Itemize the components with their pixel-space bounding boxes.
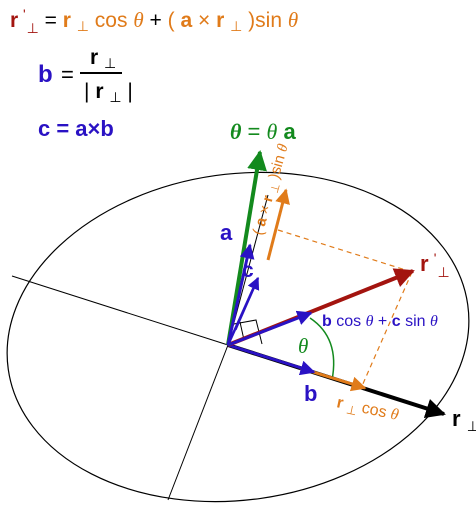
rprime-sub: ⊥ [438,264,450,280]
rotation-plane [6,171,470,503]
eq2-den-bar-left: | [84,80,89,103]
eq1-plus: + [150,9,168,32]
eq1-lhs-r: r [10,9,18,32]
rperp-sub: ⊥ [467,418,476,434]
rprime-r: r [420,251,429,276]
equation-b-numerator: r ⊥ [90,46,116,71]
theta-vector-equals: = [248,119,267,144]
angle-theta-label: θ [298,334,308,358]
a-vector [226,243,255,346]
eq1-t1-cos: cos [95,9,128,32]
eq1-t2-close: )sin [248,9,282,32]
eq1-t1-r: r [63,9,71,32]
a-label: a [220,220,233,245]
combo-c: c [392,313,401,330]
eq1-t2-theta: θ [288,8,298,32]
eq2-num-r: r [90,46,98,69]
eq1-t1-sub: ⊥ [77,18,89,34]
combo-sin: sin [405,313,425,330]
axr-r: r [259,193,277,203]
rcos-cos: cos [360,400,388,422]
equation-b-equals: = [61,62,74,87]
axr-times: × [255,203,274,216]
plane-axis-bottom [167,344,229,501]
eq1-t1-theta: θ [133,8,143,32]
r-perp-prime-label: r ' ⊥ [420,243,450,280]
b-vector [227,343,316,376]
a-cross-r-sin-vector [266,188,290,261]
c-vector [226,276,260,346]
axr-close: )sin [266,153,289,181]
combo-cos: cos [336,313,361,330]
eq2-den-r: r [95,80,103,103]
equation-b-denominator: | r ⊥ | [84,80,133,107]
combo-theta2: θ [430,313,438,330]
b-label: b [304,381,317,406]
rcos-theta: θ [389,406,400,424]
eq1-lhs-sup: ' [23,6,26,22]
axr-sub: ⊥ [269,182,283,195]
theta-vector-theta: θ [230,119,242,144]
theta-vector-label: θ = θ a [230,119,296,144]
axr-a: a [252,215,271,228]
c-vector-thin [235,279,259,331]
equation-b-lhs: b [38,61,53,88]
axr-open: ( [250,228,268,237]
rperp-r: r [452,406,461,431]
eq1-t2-open: ( [168,9,175,32]
rprime-sup: ' [434,250,437,266]
eq1-equals: = [45,9,63,32]
rcos-r: r [335,394,345,412]
dashed-line-right [361,271,413,387]
theta-vector-theta2: θ [267,119,278,144]
combo-label: b cos θ + c sin θ [322,313,438,330]
eq1-lhs-sub: ⊥ [27,20,39,36]
a-cross-r-sin-label: ( a × r ⊥ )sin θ [250,141,295,238]
combo-b: b [322,313,332,330]
rcos-sub: ⊥ [345,402,358,418]
dashed-line-top [277,229,413,273]
r-perp-label: r ⊥ [452,406,476,434]
eq2-den-sub: ⊥ [109,89,121,105]
combo-theta1: θ [366,313,374,330]
c-label: c [242,259,254,282]
theta-vector-a: a [283,119,296,144]
combo-plus: + [378,313,392,330]
eq1-t2-a: a [180,9,192,32]
angle-arc [309,317,335,381]
r-perp-cos-label: r ⊥ cos θ [334,394,400,428]
equation-rotation: r ' ⊥ = r ⊥ cos θ + ( a × r ⊥ )sin θ [10,1,298,38]
eq1-t2-times: × [198,9,210,32]
eq1-t2-sub: ⊥ [230,18,242,34]
eq1-t2-r: r [216,9,224,32]
eq2-num-sub: ⊥ [104,55,116,71]
combo-vector [227,310,313,347]
equation-c: c = a×b [38,116,114,141]
theta-axis-vector [226,150,267,346]
plane-axis-left [11,275,229,346]
eq2-den-bar-right: | [127,80,132,103]
right-angle-marker [233,319,263,345]
